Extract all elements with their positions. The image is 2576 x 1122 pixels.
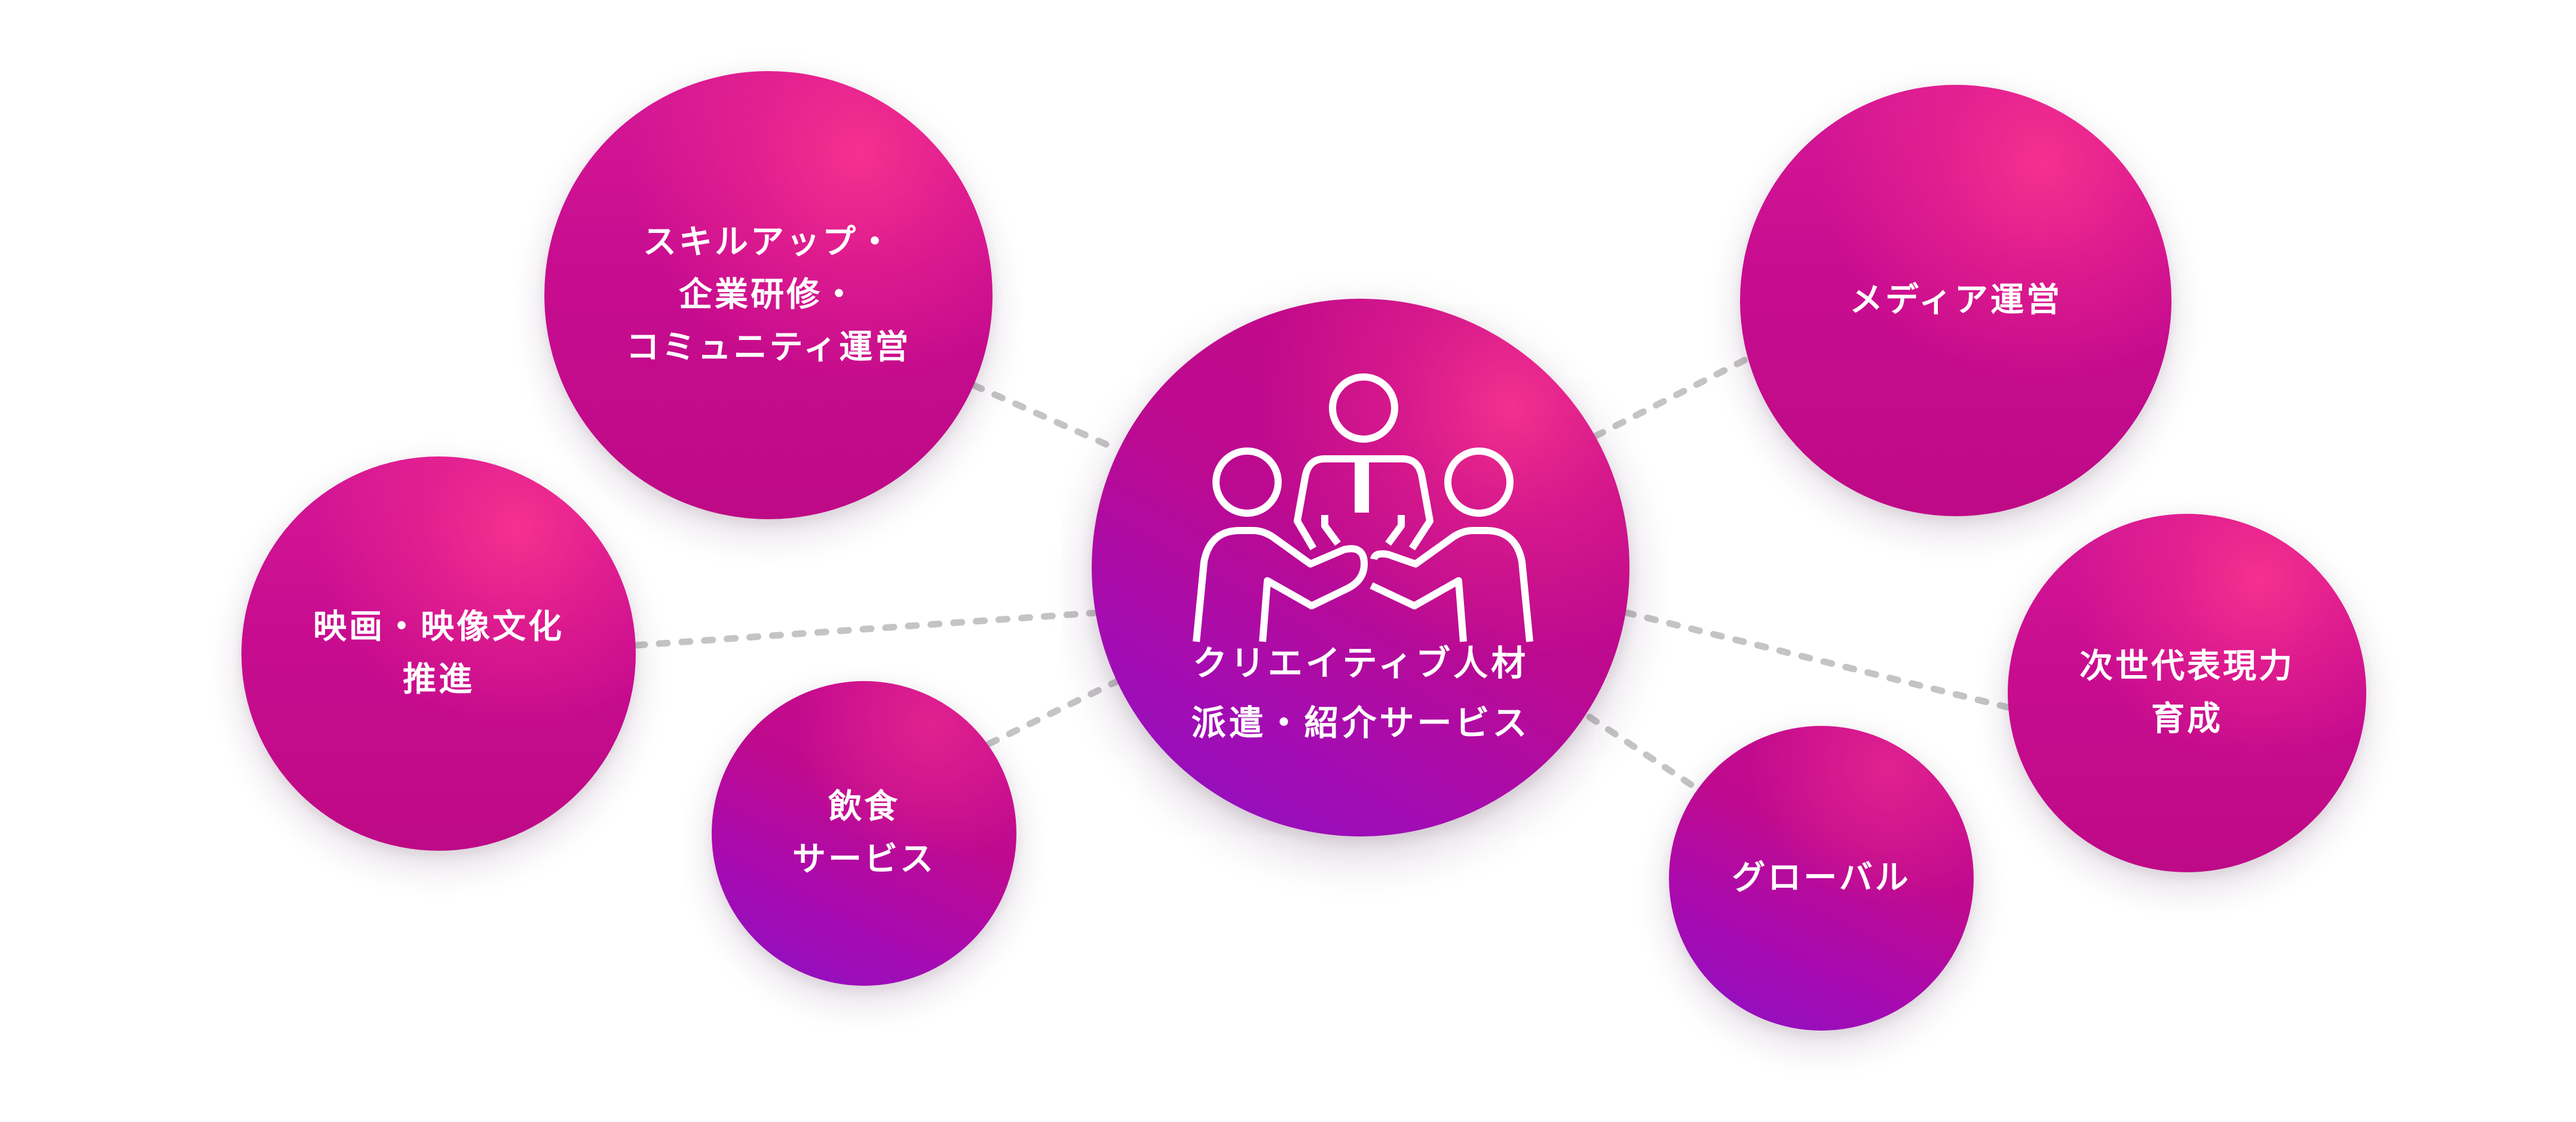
node-food-label-line-2: サービス	[792, 840, 936, 879]
node-food-label-line-1: 飲食	[828, 787, 900, 826]
node-skill-label-line-1: スキルアップ・	[643, 223, 894, 262]
team-meeting-icon	[1193, 373, 1533, 642]
node-food[interactable]: 飲食 サービス	[712, 681, 1016, 986]
node-next-gen[interactable]: 次世代表現力 育成	[2008, 514, 2366, 872]
connector-global	[1586, 713, 1701, 792]
node-skill-label-line-2: 企業研修・	[679, 275, 858, 314]
node-film[interactable]: 映画・映像文化 推進	[241, 456, 636, 851]
node-global-label-line-1: グローバル	[1732, 859, 1911, 897]
connector-media	[1592, 355, 1751, 440]
node-center[interactable]: クリエイティブ人材 派遣・紹介サービス	[1092, 299, 1629, 836]
node-skill[interactable]: スキルアップ・ 企業研修・ コミュニティ運営	[544, 71, 993, 519]
node-skill-label-line-3: コミュニティ運営	[626, 328, 911, 367]
connector-food	[985, 678, 1121, 747]
center-label-line-1: クリエイティブ人材	[1192, 643, 1529, 683]
node-film-label-line-1: 映画・映像文化	[313, 608, 564, 646]
center-label-line-2: 派遣・紹介サービス	[1191, 703, 1530, 743]
node-media-label-line-1: メディア運営	[1849, 281, 2063, 320]
center-label: クリエイティブ人材 派遣・紹介サービス	[1092, 633, 1629, 753]
node-global[interactable]: グローバル	[1669, 726, 1974, 1031]
connector-film	[633, 609, 1097, 649]
connector-next-gen	[1622, 609, 2014, 712]
node-next-gen-label-line-2: 育成	[2151, 700, 2223, 738]
connector-skill	[970, 382, 1121, 453]
node-next-gen-label-line-1: 次世代表現力	[2079, 647, 2295, 686]
node-media[interactable]: メディア運営	[1740, 85, 2171, 516]
node-film-label-line-2: 推進	[403, 660, 474, 699]
